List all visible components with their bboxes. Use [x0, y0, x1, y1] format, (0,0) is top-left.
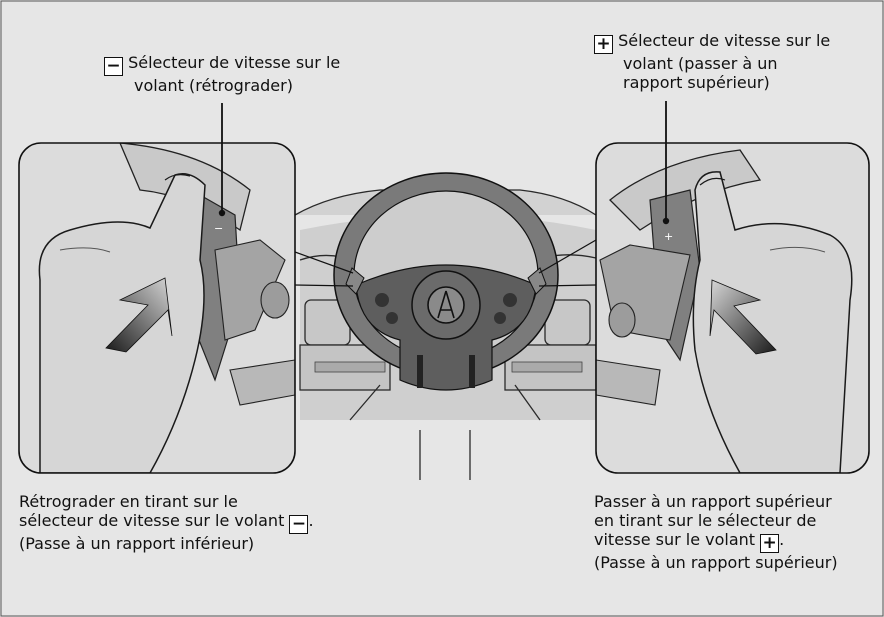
downshift-caption-line1: Rétrograder en tirant sur le: [19, 492, 238, 511]
upshift-caption: Passer à un rapport supérieur en tirant …: [594, 492, 838, 572]
right-detail-panel: [595, 142, 870, 474]
downshift-paddle-label-line2: volant (rétrograder): [134, 76, 293, 95]
paddle-minus-mark: −: [214, 222, 223, 235]
zoom-connector-left-lower: [294, 284, 354, 287]
upshift-paddle-label-line1: Sélecteur de vitesse sur le: [618, 31, 831, 50]
left-detail-panel: [18, 142, 296, 474]
upshift-paddle-label-line3: rapport supérieur): [623, 73, 770, 92]
upshift-pointer-dot: [662, 217, 670, 225]
upshift-caption-line2: en tirant sur le sélecteur de: [594, 511, 817, 530]
minus-symbol-icon: −: [104, 57, 123, 76]
upshift-caption-line1: Passer à un rapport supérieur: [594, 492, 832, 511]
upshift-caption-period: .: [779, 530, 785, 549]
zoom-connector-right: [538, 239, 597, 274]
steering-logo-icon: [427, 286, 465, 324]
pull-arrow-right: [709, 279, 777, 355]
downshift-paddle-label: − Sélecteur de vitesse sur le volant (ré…: [104, 53, 340, 95]
downshift-caption-line3: (Passe à un rapport inférieur): [19, 534, 255, 553]
upshift-paddle-label-line2: volant (passer à un: [623, 54, 778, 73]
downshift-pointer-dot: [218, 209, 226, 217]
paddle-plus-mark: +: [664, 230, 673, 243]
upshift-caption-line3: vitesse sur le volant: [594, 530, 761, 549]
zoom-connector-left: [294, 251, 354, 274]
zoom-connector-right-lower: [538, 284, 597, 287]
minus-symbol-icon: −: [289, 515, 309, 534]
downshift-caption: Rétrograder en tirant sur le sélecteur d…: [19, 492, 314, 553]
upshift-paddle-label: + Sélecteur de vitesse sur le volant (pa…: [594, 31, 830, 92]
plus-symbol-icon: +: [760, 534, 780, 553]
downshift-caption-period: .: [308, 511, 314, 530]
downshift-paddle-label-line1: Sélecteur de vitesse sur le: [128, 53, 341, 72]
pull-arrow-left: [105, 277, 173, 353]
steering-wheel: [333, 172, 559, 391]
upshift-caption-line4: (Passe à un rapport supérieur): [594, 553, 838, 572]
downshift-caption-line2: sélecteur de vitesse sur le volant: [19, 511, 290, 530]
plus-symbol-icon: +: [594, 35, 613, 54]
